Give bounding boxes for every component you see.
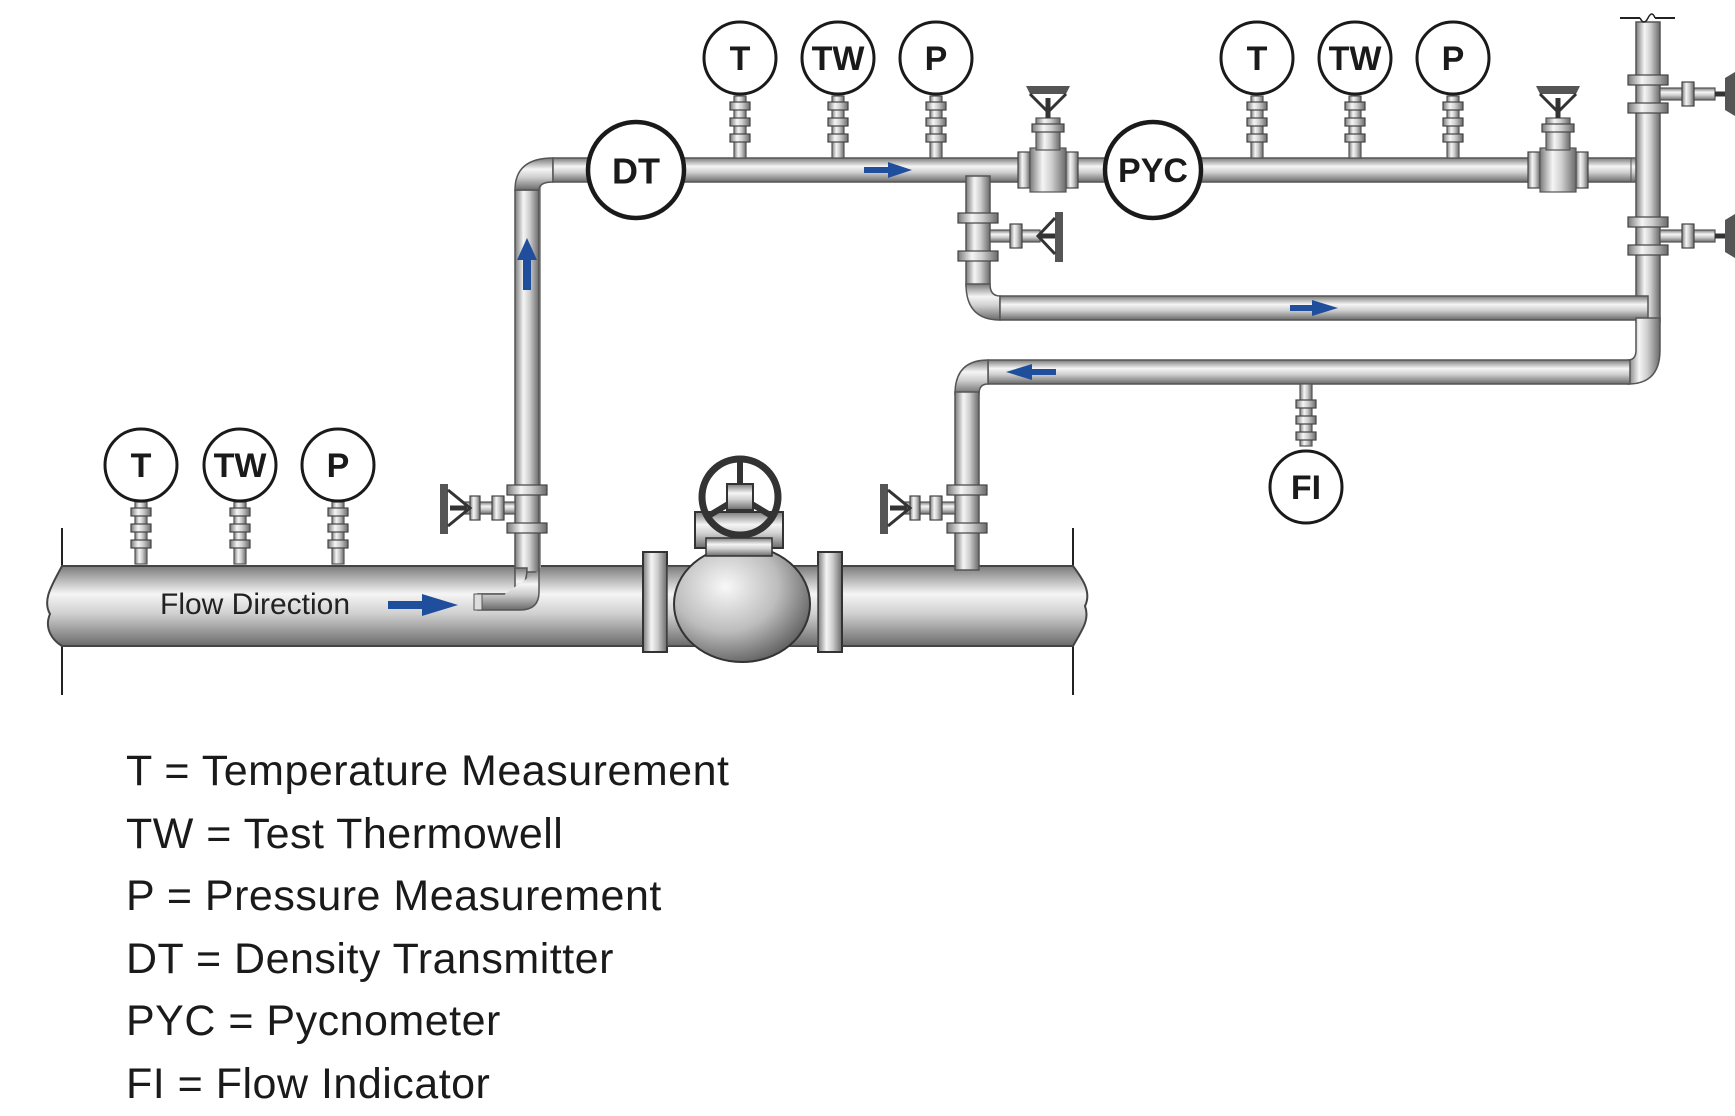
instrument-p-main: P	[300, 427, 376, 503]
instrument-tw-upper-right: TW	[1317, 20, 1393, 96]
upper-process-pipe	[552, 157, 1644, 183]
legend-item: DT = Density Transmitter	[126, 934, 614, 983]
right-vertical-pipe	[1620, 13, 1675, 323]
flow-arrow-return	[1006, 364, 1056, 380]
legend-item: FI = Flow Indicator	[126, 1059, 491, 1108]
flow-arrow-riser	[517, 238, 537, 290]
instrument-p-upper-right: P	[1415, 20, 1491, 96]
instrument-tw-upper-left: TW	[800, 20, 876, 96]
flow-indicator: FI	[1268, 449, 1344, 525]
flow-direction-label: Flow Direction	[160, 588, 350, 621]
bypass-valve	[989, 212, 1063, 262]
instrument-tag: P	[1442, 40, 1465, 78]
instrument-tag: TW	[214, 447, 268, 485]
instrument-tag: TW	[1329, 40, 1383, 78]
instrument-t-upper-right: T	[1219, 20, 1295, 96]
instrument-t-main: T	[103, 427, 179, 503]
instrument-tag: T	[131, 447, 152, 485]
instrument-tag: DT	[612, 151, 660, 192]
pyc-outlet-valve	[1527, 86, 1589, 193]
legend-item: T = Temperature Measurement	[126, 747, 730, 795]
flow-arrow-bypass	[1290, 300, 1338, 316]
main-ball-valve	[642, 455, 843, 663]
right-lower-valve	[1659, 214, 1735, 258]
inlet-riser-pipe	[473, 157, 600, 611]
instrument-tag: PYC	[1118, 152, 1188, 190]
return-pipe	[946, 317, 1661, 571]
instrument-tag: T	[730, 40, 751, 78]
riser-isolation-valve	[440, 484, 516, 534]
legend-item: P = Pressure Measurement	[126, 872, 662, 920]
instrument-tag: TW	[812, 40, 866, 78]
density-transmitter: DT	[585, 119, 687, 221]
pycnometer: PYC	[1102, 119, 1204, 221]
return-isolation-valve	[880, 484, 956, 534]
right-upper-valve	[1659, 72, 1735, 116]
legend: T = Temperature Measurement TW = Test Th…	[126, 740, 729, 1115]
instrument-t-upper-left: T	[702, 20, 778, 96]
instrument-tag: T	[1247, 40, 1268, 78]
flow-arrows	[388, 162, 1338, 616]
pyc-inlet-valve	[1017, 86, 1079, 193]
instrument-tag: FI	[1291, 469, 1321, 507]
instrument-tw-main: TW	[202, 427, 278, 503]
flow-arrow-upper	[864, 162, 912, 178]
instrument-p-upper-left: P	[898, 20, 974, 96]
legend-item: PYC = Pycnometer	[126, 997, 501, 1045]
instrument-tag: P	[925, 40, 948, 78]
legend-item: TW = Test Thermowell	[126, 809, 564, 858]
instrument-tag: P	[327, 447, 350, 485]
flow-arrow-main	[388, 594, 458, 616]
